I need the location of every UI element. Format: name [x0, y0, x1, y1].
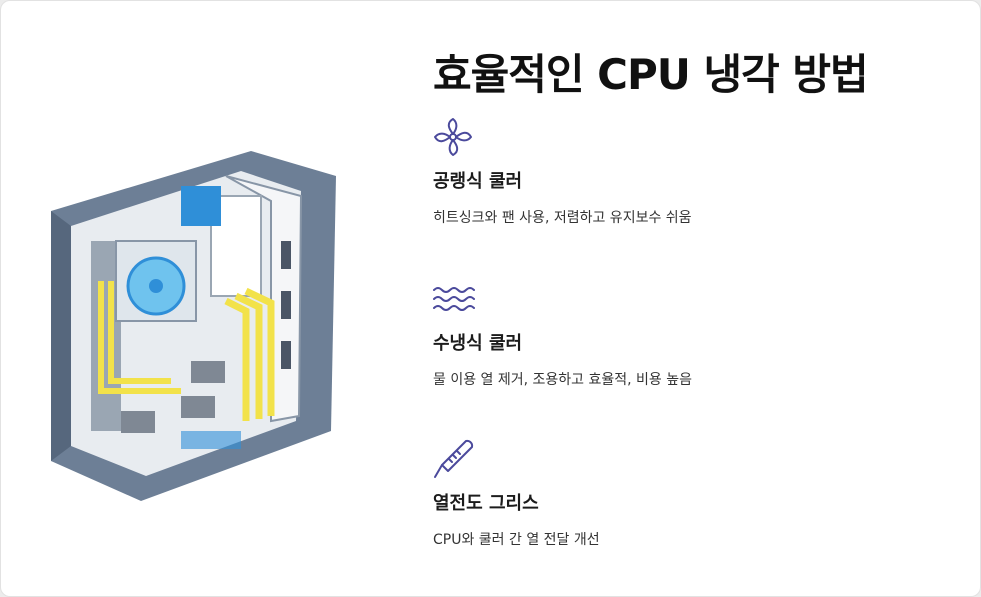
heat-pipe — [108, 281, 171, 384]
coolant-tube — [244, 287, 275, 416]
pc-case-illustration — [51, 151, 336, 501]
drive-slot — [281, 341, 291, 369]
pump-block — [181, 186, 221, 226]
case-side-panel — [51, 211, 71, 461]
feature-thermal-paste: 열전도 그리스 CPU와 쿨러 간 열 전달 개선 — [431, 437, 951, 549]
expansion-slot — [181, 431, 241, 449]
feature-air-cooler: 공랭식 쿨러 히트싱크와 팬 사용, 저렴하고 유지보수 쉬움 — [431, 115, 951, 227]
drive-slot — [281, 291, 291, 319]
thermometer-icon — [434, 439, 474, 478]
feature-heading: 수냉식 쿨러 — [433, 333, 523, 354]
chip — [181, 396, 215, 418]
coolant-tube — [224, 297, 250, 421]
feature-heading: 열전도 그리스 — [433, 493, 539, 514]
feature-description: CPU와 쿨러 간 열 전달 개선 — [433, 532, 600, 548]
water-waves-icon — [433, 287, 475, 311]
page-title: 효율적인 CPU 냉각 방법 — [433, 50, 869, 99]
feature-description: 히트싱크와 팬 사용, 저렴하고 유지보수 쉬움 — [433, 210, 692, 226]
chip — [191, 361, 225, 383]
fan-hub — [149, 279, 163, 293]
feature-description: 물 이용 열 제거, 조용하고 효율적, 비용 높음 — [433, 372, 693, 388]
heat-pipe — [98, 281, 181, 394]
coolant-tube — [234, 292, 263, 419]
drive-slot — [281, 241, 291, 269]
radiator — [210, 195, 262, 297]
fan-icon — [434, 118, 472, 156]
chip — [121, 411, 155, 433]
feature-heading: 공랭식 쿨러 — [433, 171, 523, 192]
feature-water-cooler: 수냉식 쿨러 물 이용 열 제거, 조용하고 효율적, 비용 높음 — [431, 277, 951, 389]
